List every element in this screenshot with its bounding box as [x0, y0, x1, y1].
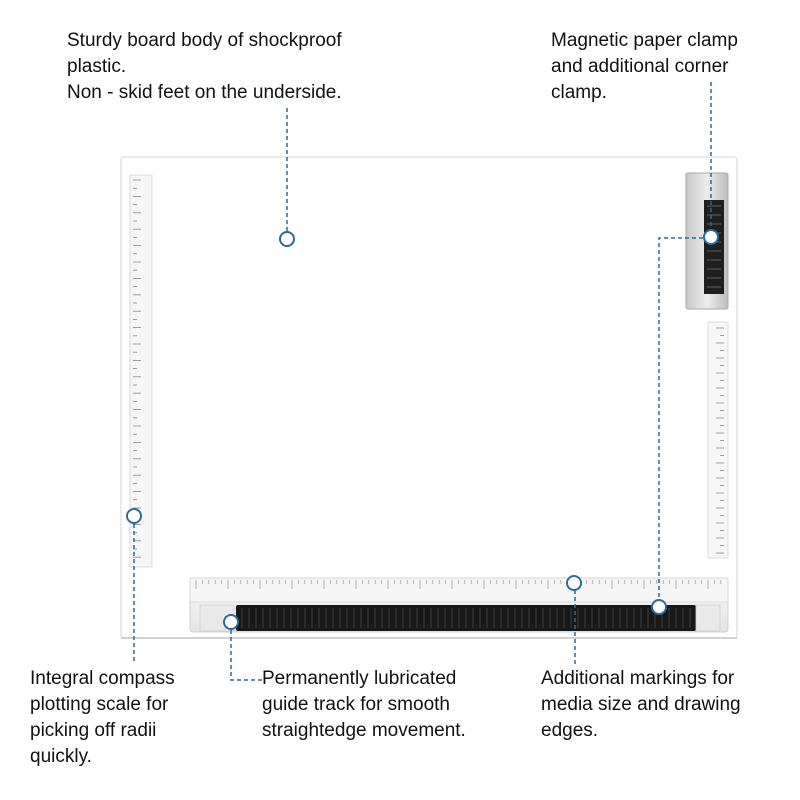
callout-board-body-line-3: Non - skid feet on the underside.: [67, 82, 342, 103]
callout-compass-scale-line-2: plotting scale for: [30, 694, 169, 715]
callout-guide-track: Permanently lubricated guide track for s…: [262, 666, 466, 744]
callout-board-body-line-1: Sturdy board body of shockproof: [67, 30, 342, 51]
callout-markings: Additional markings for media size and d…: [541, 666, 741, 744]
callout-markings-line-3: edges.: [541, 720, 599, 741]
leader-markings: [658, 237, 703, 600]
callout-markings-line-1: Additional markings for: [541, 668, 735, 689]
callout-compass-scale-line-1: Integral compass: [30, 668, 175, 689]
callout-guide-track-line-2: guide track for smooth: [262, 694, 450, 715]
marker-board-body: [279, 231, 295, 247]
marker-compass-scale: [126, 508, 142, 524]
marker-paper-clamp: [703, 229, 719, 245]
compass-scale: [129, 174, 153, 568]
leader-guide-track: [230, 630, 262, 681]
straightedge-guide-track: [189, 577, 729, 633]
callout-compass-scale: Integral compass plotting scale for pick…: [30, 666, 175, 770]
callout-paper-clamp: Magnetic paper clamp and additional corn…: [551, 28, 738, 106]
callout-paper-clamp-line-3: clamp.: [551, 82, 607, 103]
callout-compass-scale-line-4: quickly.: [30, 746, 92, 767]
leader-lines: [133, 82, 712, 681]
callout-guide-track-line-1: Permanently lubricated: [262, 668, 457, 689]
marker-markings-top: [566, 575, 582, 591]
callout-compass-scale-line-3: picking off radii: [30, 720, 157, 741]
callout-paper-clamp-line-2: and additional corner: [551, 56, 729, 77]
marker-guide-track: [223, 614, 239, 630]
callout-board-body: Sturdy board body of shockproof plastic.…: [67, 28, 342, 106]
callout-guide-track-line-3: straightedge movement.: [262, 720, 466, 741]
markers: [126, 229, 719, 630]
callout-markings-line-2: media size and drawing: [541, 694, 741, 715]
callout-paper-clamp-line-1: Magnetic paper clamp: [551, 30, 738, 51]
callout-board-body-line-2: plastic.: [67, 56, 127, 77]
marker-markings-bottom: [651, 599, 667, 615]
right-ruler: [707, 321, 729, 559]
board-body: [120, 156, 738, 639]
